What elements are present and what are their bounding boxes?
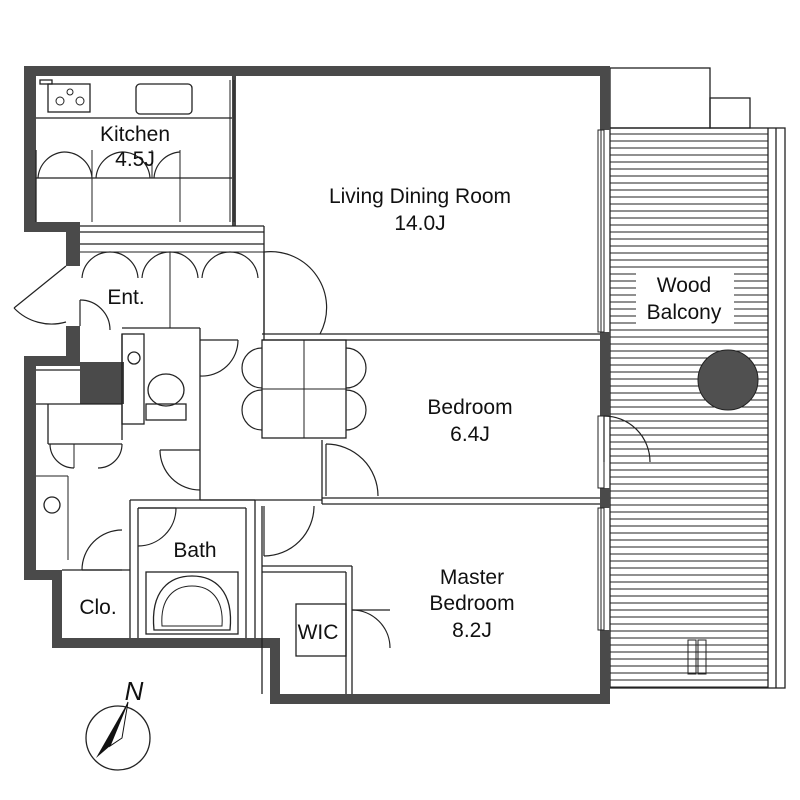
master-label-2: Bedroom	[429, 592, 514, 615]
closet-label: Clo.	[79, 596, 116, 619]
north-compass: N	[85, 676, 151, 771]
master-size: 8.2J	[452, 619, 492, 642]
kitchen-label: Kitchen	[100, 123, 170, 146]
bathtub	[145, 571, 239, 635]
vanity-basin-icon	[43, 496, 61, 514]
bedroom-label: Bedroom	[427, 396, 512, 419]
toilet-icon	[147, 373, 185, 407]
entrance-label: Ent.	[107, 286, 144, 309]
balcony-label-2: Balcony	[647, 301, 722, 324]
wic-box	[295, 603, 347, 657]
north-label: N	[125, 676, 144, 706]
bath-label: Bath	[173, 539, 216, 562]
washbasin-icon	[127, 351, 141, 365]
ldk-size: 14.0J	[394, 212, 445, 235]
shoe-cabinet	[80, 243, 264, 328]
kitchen-counter	[35, 79, 235, 222]
balcony-label-1: Wood	[657, 274, 711, 297]
wood-balcony-deck	[609, 67, 786, 689]
kitchen-size: 4.5J	[115, 148, 155, 171]
bedroom-size: 6.4J	[450, 423, 490, 446]
wic-label: WIC	[298, 621, 339, 644]
ldk-label: Living Dining Room	[329, 185, 511, 208]
master-label-1: Master	[440, 566, 504, 589]
doors	[13, 251, 651, 649]
compass-arrow-icon	[96, 702, 128, 758]
toilet-room	[36, 333, 187, 560]
balcony-tree	[697, 349, 759, 411]
exterior-walls	[24, 66, 610, 704]
hall-closet	[241, 339, 367, 439]
room-labels: Kitchen 4.5J Living Dining Room 14.0J Wo…	[79, 123, 722, 644]
